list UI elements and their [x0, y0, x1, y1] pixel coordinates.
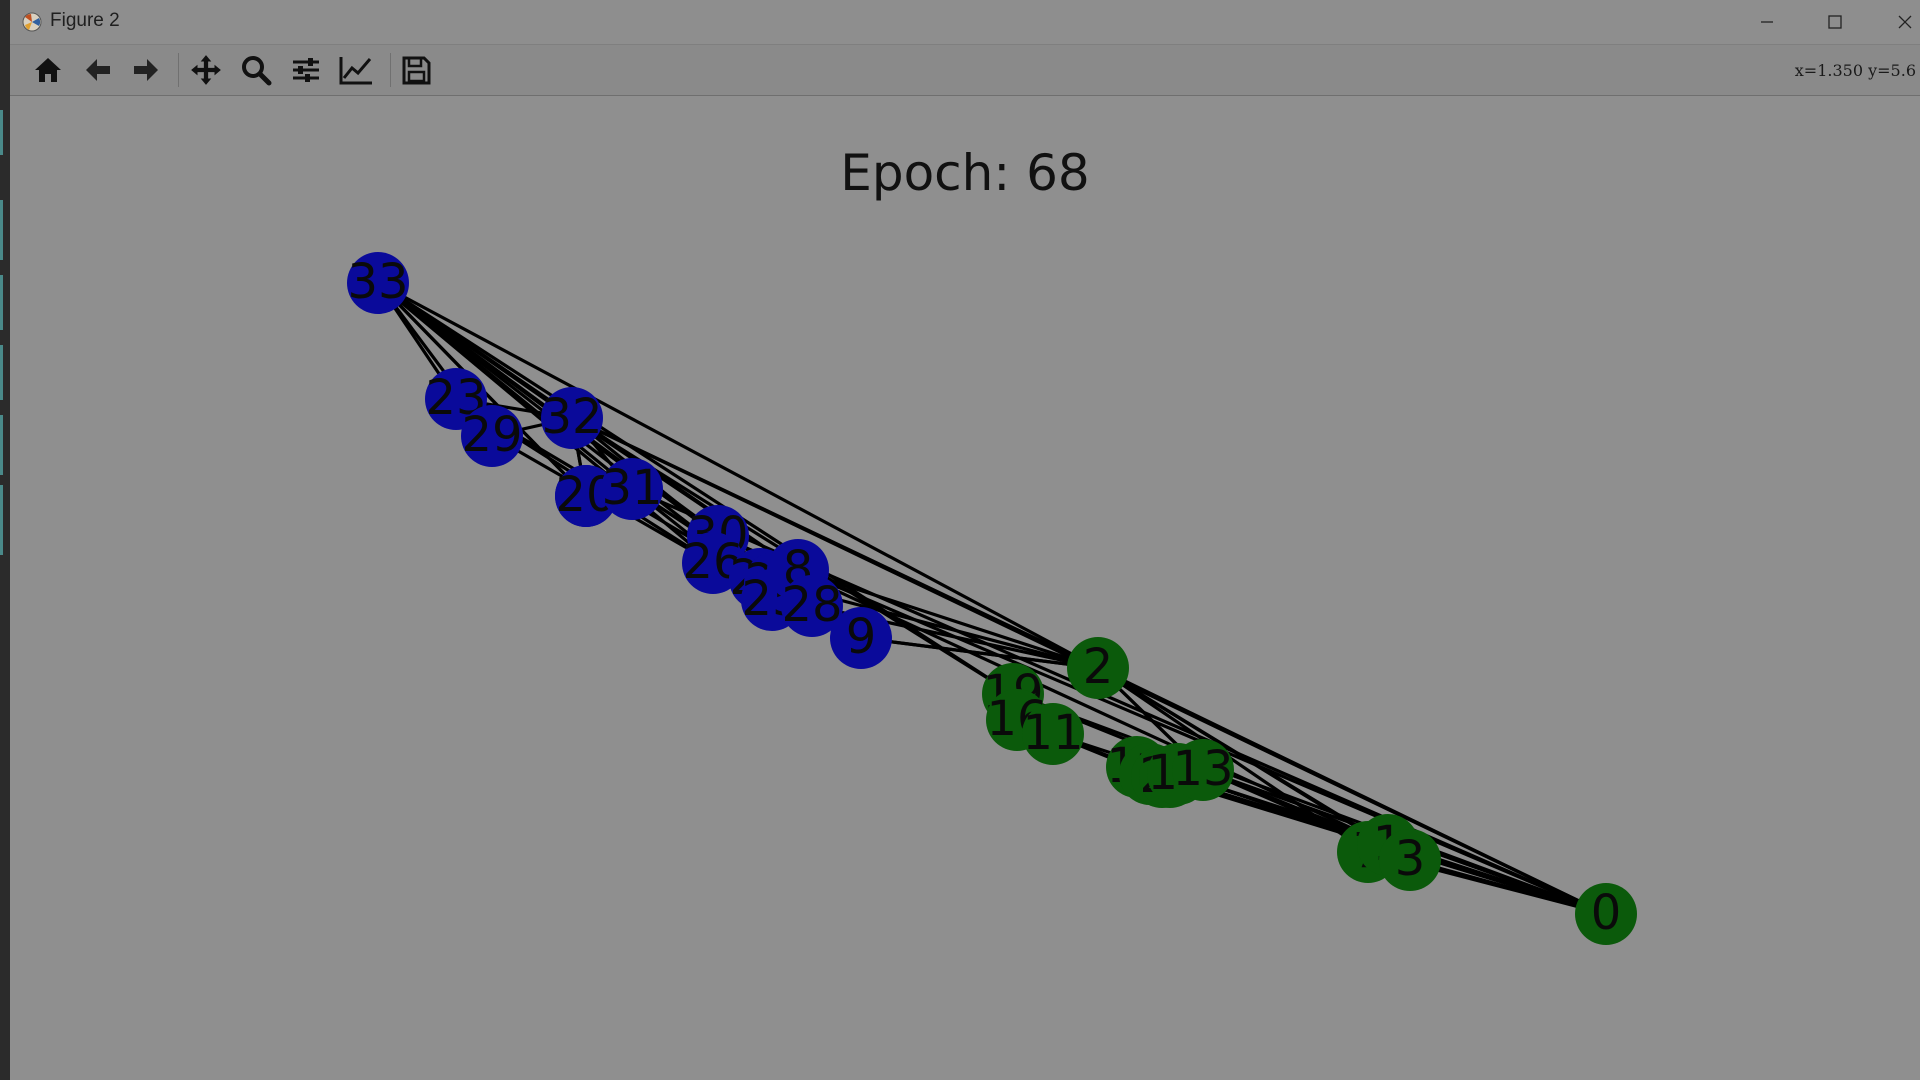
graph-edge — [377, 281, 1014, 696]
chart-line-icon — [339, 57, 372, 85]
graph-node-label: 0 — [1591, 885, 1622, 941]
figure-window: Figure 2 — [10, 0, 1920, 1080]
graph-node-circle — [1379, 829, 1441, 891]
graph-node-2: 2 — [1067, 637, 1129, 699]
graph-node-28: 28 — [781, 575, 843, 637]
graph-node-33: 33 — [347, 252, 409, 314]
graph-edges — [376, 281, 1607, 916]
save-icon — [402, 56, 431, 85]
move-icon — [191, 55, 221, 85]
figure-canvas[interactable]: Epoch: 68 332329321820313026272425828921… — [10, 96, 1920, 1080]
edge-marker — [0, 485, 3, 555]
graph-node-29: 29 — [461, 405, 523, 467]
zoom-button[interactable] — [238, 52, 274, 88]
graph-node-0: 0 — [1575, 883, 1637, 945]
graph-node-circle — [1022, 703, 1084, 765]
graph-node-label: 28 — [781, 577, 842, 633]
edge-marker — [0, 110, 3, 155]
network-graph: 3323293218203130262724258289219161110562… — [347, 252, 1637, 945]
window-title: Figure 2 — [50, 10, 120, 31]
matplotlib-app-icon — [22, 12, 42, 32]
graph-node-label: 11 — [1022, 705, 1083, 761]
close-icon — [1898, 15, 1912, 29]
arrow-left-icon — [86, 59, 110, 81]
graph-node-label: 2 — [1083, 639, 1114, 695]
edit-axis-button[interactable] — [338, 52, 374, 88]
edge-marker — [0, 415, 3, 475]
maximize-button[interactable] — [1805, 4, 1865, 40]
graph-edge — [1097, 666, 1607, 916]
save-button[interactable] — [398, 52, 434, 88]
graph-node-circle — [541, 387, 603, 449]
edge-marker — [0, 200, 3, 260]
minimize-button[interactable] — [1737, 4, 1797, 40]
graph-node-label: 3 — [1395, 831, 1426, 887]
graph-node-circle — [461, 405, 523, 467]
title-bar: Figure 2 — [10, 0, 1920, 45]
graph-node-3: 3 — [1379, 829, 1441, 891]
back-button[interactable] — [80, 52, 116, 88]
graph-edge — [860, 636, 1099, 670]
graph-node-label: 13 — [1172, 741, 1233, 797]
minimize-icon — [1761, 21, 1773, 23]
graph-node-label: 32 — [541, 389, 602, 445]
graph-edge — [377, 281, 1099, 670]
edge-marker — [0, 345, 3, 400]
graph-node-circle — [682, 532, 744, 594]
graph-node-circle — [601, 458, 663, 520]
graph-node-11: 11 — [1022, 703, 1084, 765]
home-button[interactable] — [30, 52, 66, 88]
graph-node-label: 9 — [846, 609, 877, 665]
graph-nodes: 3323293218203130262724258289219161110562… — [347, 252, 1637, 945]
graph-node-label: 33 — [347, 254, 408, 310]
home-icon — [35, 58, 61, 82]
pan-button[interactable] — [188, 52, 224, 88]
toolbar-separator — [390, 53, 391, 87]
figure-title: Epoch: 68 — [840, 144, 1090, 202]
desktop-left-edge — [0, 0, 10, 1080]
graph-node-13: 13 — [1172, 739, 1234, 801]
graph-edge — [797, 568, 1099, 670]
graph-node-circle — [1575, 883, 1637, 945]
graph-node-label: 29 — [461, 407, 522, 463]
sliders-icon — [293, 58, 319, 82]
edge-marker — [0, 275, 3, 330]
graph-node-32: 32 — [541, 387, 603, 449]
graph-node-circle — [1172, 739, 1234, 801]
graph-node-9: 9 — [830, 607, 892, 669]
graph-node-31: 31 — [601, 458, 663, 520]
forward-button[interactable] — [128, 52, 164, 88]
cursor-coordinates: x=1.350 y=5.6 — [1794, 61, 1916, 80]
graph-node-circle — [555, 465, 617, 527]
graph-node-circle — [830, 607, 892, 669]
navigation-toolbar: x=1.350 y=5.6 — [10, 45, 1920, 96]
graph-node-circle — [1067, 637, 1129, 699]
graph-node-circle — [347, 252, 409, 314]
configure-subplots-button[interactable] — [288, 52, 324, 88]
toolbar-separator — [178, 53, 179, 87]
zoom-icon — [242, 56, 272, 86]
maximize-icon — [1828, 15, 1842, 29]
close-button[interactable] — [1875, 4, 1920, 40]
arrow-right-icon — [134, 59, 158, 81]
graph-node-label: 31 — [601, 460, 662, 516]
graph-node-circle — [781, 575, 843, 637]
